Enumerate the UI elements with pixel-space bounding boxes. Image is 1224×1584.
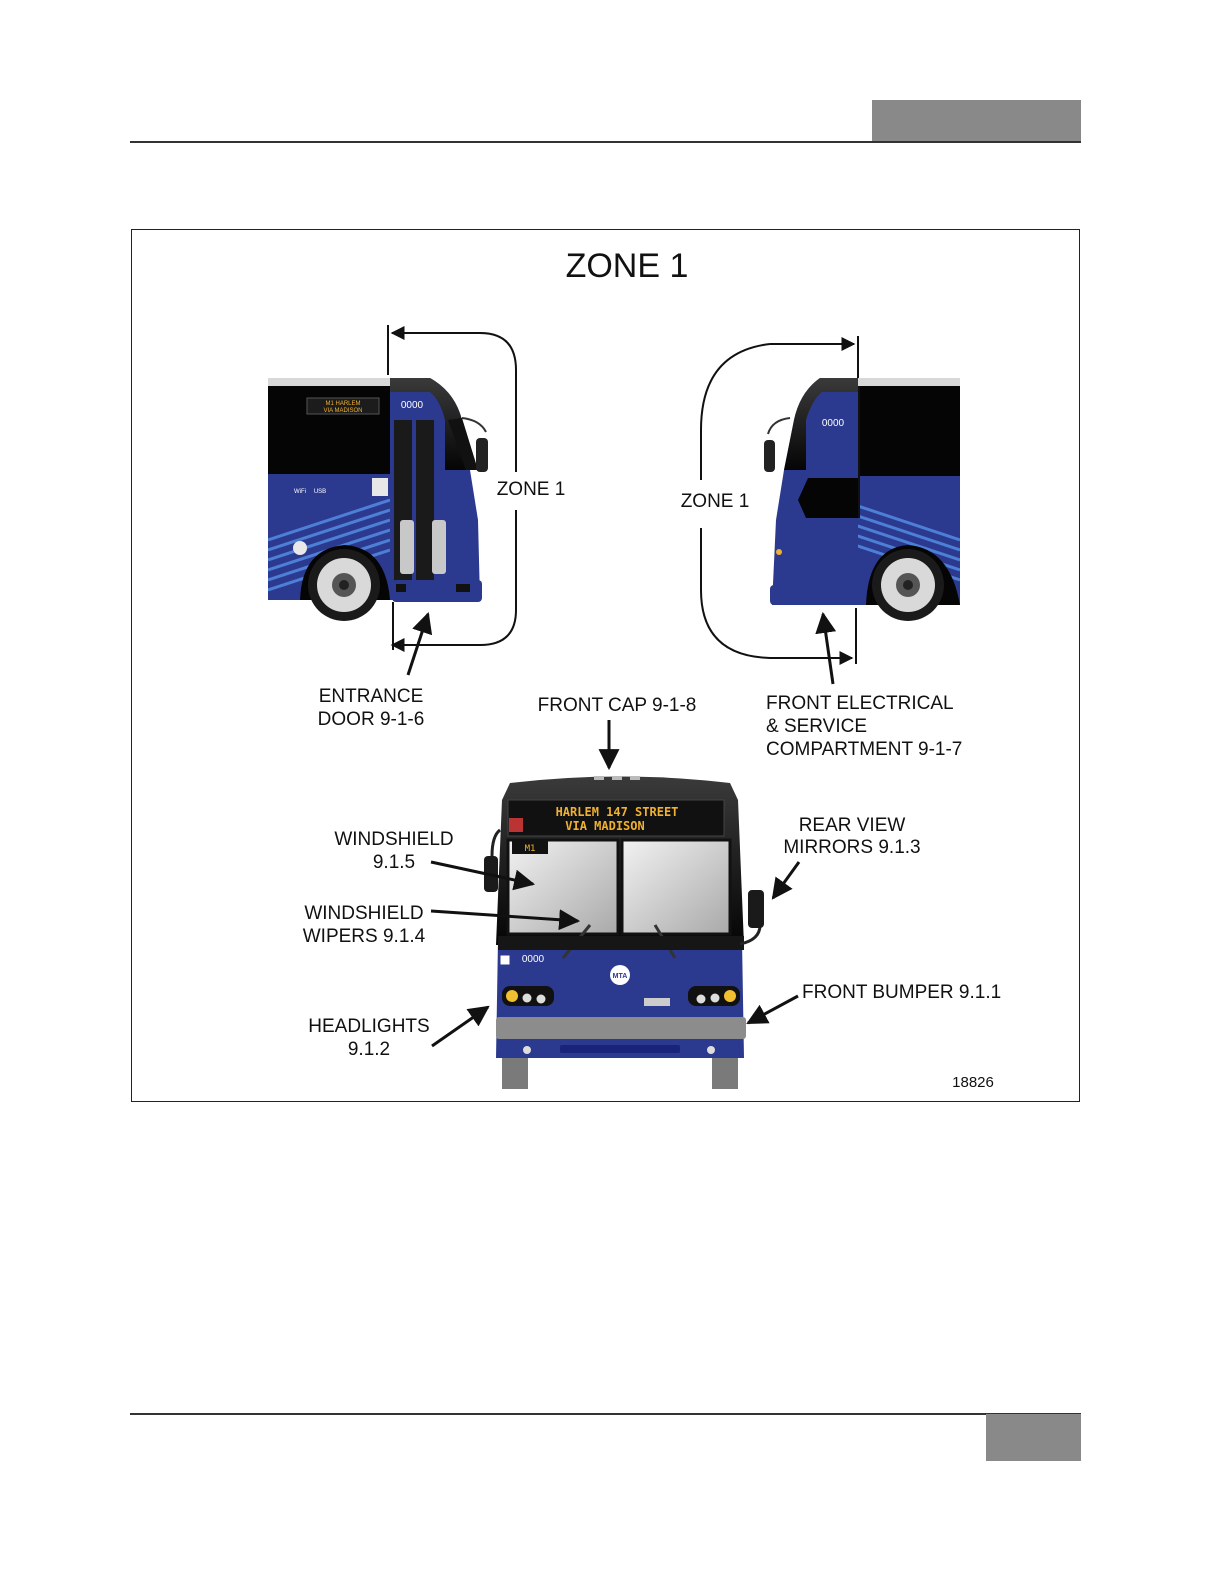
figure-title: ZONE 1 — [566, 247, 689, 285]
mirror-right-view — [764, 440, 775, 472]
decal-icon — [372, 478, 388, 496]
headlights-left — [502, 986, 554, 1006]
door-panel-2 — [432, 520, 446, 574]
wifi-label: WiFi — [294, 489, 306, 495]
bus-front-view: HARLEM 147 STREET VIA MADISON M1 0000 MT… — [484, 776, 764, 1089]
mirror-front-right — [748, 890, 764, 928]
callout-front-electrical-line-2: & SERVICE — [766, 716, 867, 737]
callout-front-electrical-line-3: COMPARTMENT 9-1-7 — [766, 739, 962, 760]
footer-rule — [130, 1413, 1081, 1415]
callout-windshield-line-1: WINDSHIELD — [334, 829, 453, 850]
flag-decal — [509, 818, 523, 832]
accessibility-icon — [500, 955, 510, 965]
service-compartment — [798, 478, 858, 518]
callout-windshield-line-2: 9.1.5 — [373, 852, 415, 873]
callout-rear-view-mirrors-line-1: REAR VIEW — [799, 815, 906, 836]
windshield-right-pane — [622, 840, 730, 934]
destination-sign-line-2: VIA MADISON — [565, 819, 644, 833]
usb-label: USB — [314, 489, 326, 495]
callout-windshield-wipers-line-1: WINDSHIELD — [304, 903, 423, 924]
figure-number: 18826 — [952, 1074, 994, 1091]
front-bumper — [496, 1017, 746, 1039]
fleet-number-left: 0000 — [401, 400, 424, 411]
side-sign-line-2: VIA MADISON — [323, 408, 362, 414]
arrow-front-electrical — [823, 614, 833, 684]
fleet-number-front: 0000 — [522, 954, 545, 965]
mirror-left-view — [476, 438, 488, 472]
callout-front-electrical: FRONT ELECTRICAL & SERVICE COMPARTMENT 9… — [766, 693, 962, 760]
callout-entrance-door-line-2: DOOR 9-1-6 — [318, 709, 425, 730]
callout-front-electrical-line-1: FRONT ELECTRICAL — [766, 693, 954, 714]
callout-headlights-line-1: HEADLIGHTS — [308, 1016, 429, 1037]
side-sign-line-1: M1 HARLEM — [325, 401, 360, 407]
bus-left-side-view: M1 HARLEM VIA MADISON WiFi USB 0000 — [268, 378, 488, 621]
mta-logo-text: MTA — [613, 973, 628, 980]
callout-windshield: WINDSHIELD 9.1.5 — [334, 829, 453, 873]
callout-headlights: HEADLIGHTS 9.1.2 — [308, 1016, 429, 1060]
arrow-headlights — [432, 1007, 488, 1046]
arrow-front-bumper — [748, 996, 798, 1023]
callout-rear-view-mirrors-line-2: MIRRORS 9.1.3 — [783, 837, 920, 858]
door-panel-1 — [400, 520, 414, 574]
headlights-right — [688, 986, 740, 1006]
footer-tab — [986, 1414, 1081, 1461]
arrow-rear-view-mirrors — [773, 862, 799, 898]
callout-windshield-wipers-line-2: WIPERS 9.1.4 — [303, 926, 426, 947]
route-badge: M1 — [525, 844, 536, 854]
destination-sign-line-1: HARLEM 147 STREET — [556, 805, 679, 819]
zone-label-right: ZONE 1 — [681, 491, 750, 512]
callout-front-bumper: FRONT BUMPER 9.1.1 — [802, 982, 1001, 1003]
callout-headlights-line-2: 9.1.2 — [348, 1039, 390, 1060]
callout-rear-view-mirrors: REAR VIEW MIRRORS 9.1.3 — [783, 815, 920, 858]
bus-right-side-view: 0000 — [764, 378, 960, 621]
callout-front-cap: FRONT CAP 9-1-8 — [538, 695, 697, 716]
callout-entrance-door: ENTRANCE DOOR 9-1-6 — [318, 686, 425, 730]
zone-label-left: ZONE 1 — [497, 479, 566, 500]
fleet-number-right: 0000 — [822, 418, 845, 429]
callout-entrance-door-line-1: ENTRANCE — [319, 686, 424, 707]
callout-windshield-wipers: WINDSHIELD WIPERS 9.1.4 — [303, 903, 426, 947]
